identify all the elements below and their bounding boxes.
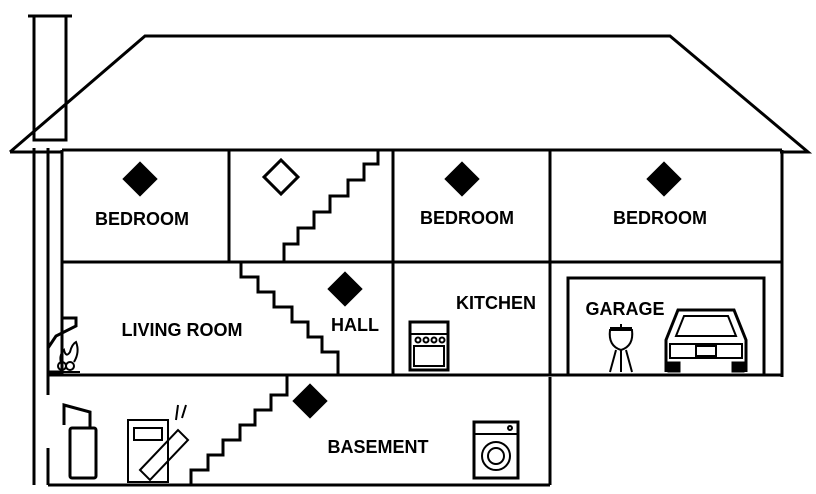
stove bbox=[408, 320, 450, 372]
detector-bedroom-1 bbox=[122, 161, 158, 197]
label-bedroom-3: BEDROOM bbox=[613, 208, 707, 228]
washer bbox=[472, 420, 520, 480]
detector-hall bbox=[327, 271, 363, 307]
label-hall: HALL bbox=[331, 315, 379, 335]
roof bbox=[9, 34, 813, 154]
label-basement: BASEMENT bbox=[327, 437, 428, 457]
water-heater bbox=[62, 403, 98, 480]
outer-walls bbox=[48, 150, 784, 487]
label-living-room: LIVING ROOM bbox=[122, 320, 243, 340]
car bbox=[664, 308, 748, 373]
detector-bedroom-3 bbox=[646, 161, 682, 197]
upper-interior-walls bbox=[227, 150, 552, 262]
detector-bedroom-2 bbox=[444, 161, 480, 197]
stairs-basement bbox=[189, 375, 289, 485]
stairs-upper bbox=[282, 150, 380, 262]
label-bedroom-2: BEDROOM bbox=[420, 208, 514, 228]
grill bbox=[608, 324, 634, 373]
label-bedroom-1: BEDROOM bbox=[95, 209, 189, 229]
middle-interior-walls bbox=[391, 262, 552, 375]
furnace bbox=[127, 404, 190, 483]
garage-box bbox=[566, 276, 766, 377]
detector-markers bbox=[122, 157, 682, 419]
label-garage: GARAGE bbox=[585, 299, 664, 319]
stairs-middle bbox=[239, 262, 340, 375]
label-kitchen: KITCHEN bbox=[456, 293, 536, 313]
detector-basement bbox=[292, 383, 328, 419]
detector-stair-hollow bbox=[261, 157, 301, 197]
fireplace bbox=[46, 316, 80, 374]
